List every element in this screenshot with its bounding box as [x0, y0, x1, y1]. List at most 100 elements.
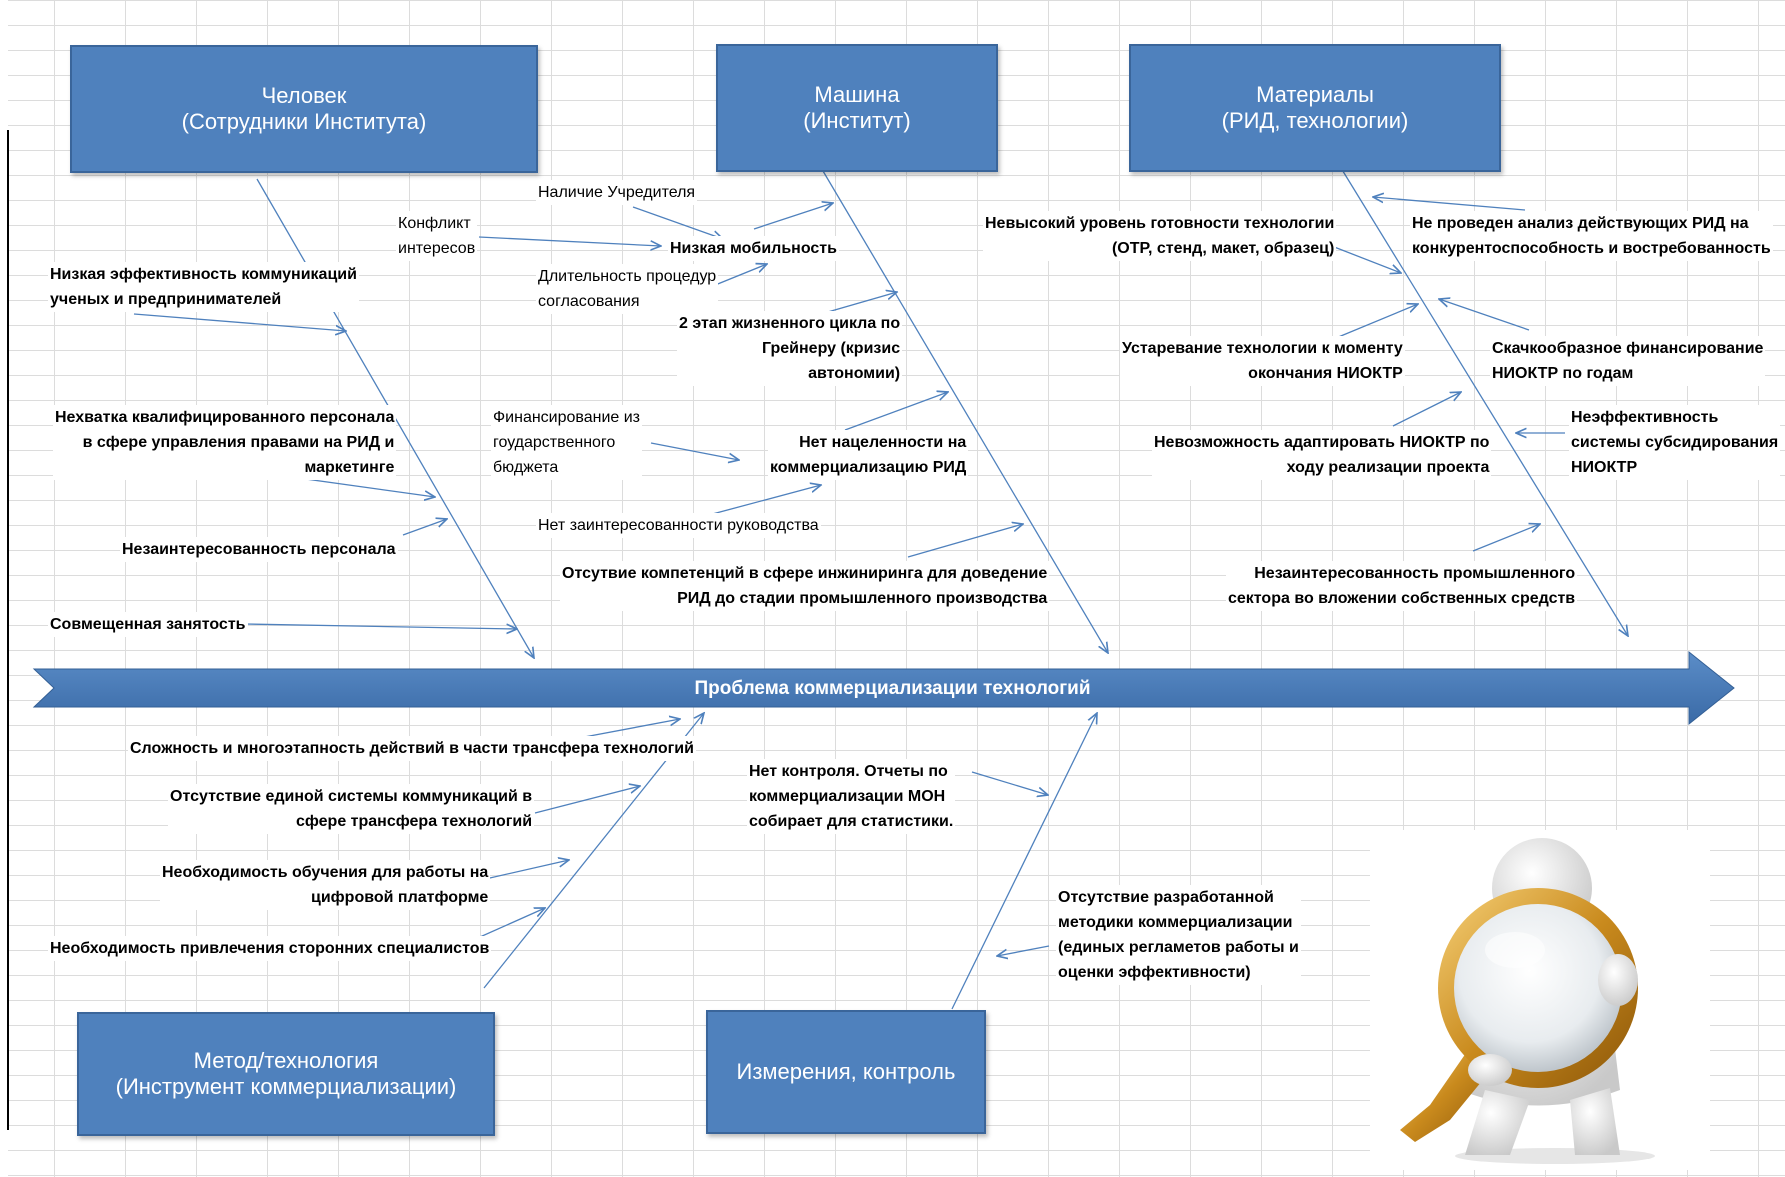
cause-line: Длительность процедур: [538, 268, 717, 285]
cause-line: маркетинге: [304, 459, 395, 476]
person-with-magnifier-icon: [1370, 830, 1710, 1170]
cause-line: НИОКТР по годам: [1492, 365, 1634, 382]
arrow-management: [704, 485, 821, 517]
cause-line: Устаревание технологии к моменту: [1122, 340, 1403, 357]
category-subtitle: (Инструмент коммерциализации): [115, 1074, 457, 1099]
cause-line: Отсутствие разработанной: [1058, 889, 1274, 906]
cause-line: (ОТР, стенд, макет, образец): [1111, 240, 1335, 257]
category-person: Человек (Сотрудники Института): [70, 45, 538, 173]
cause-aging: Устаревание технологии к моменту окончани…: [1120, 336, 1405, 386]
arrow-person-4: [244, 623, 517, 629]
cause-person-4: Совмещенная занятость: [48, 612, 248, 637]
bone-measure: [951, 713, 1097, 1010]
category-title: Измерения, контроль: [736, 1059, 956, 1084]
bone-materials: [1340, 167, 1628, 636]
cause-line: в сфере управления правами на РИД и: [82, 434, 395, 451]
cause-method-3: Необходимость обучения для работы на цифр…: [160, 860, 491, 910]
arrow-person-3: [402, 519, 447, 536]
category-subtitle: (РИД, технологии): [1221, 108, 1409, 133]
cause-line: автономии): [808, 365, 901, 382]
left-border-line: [7, 130, 9, 1130]
arrow-founder: [632, 206, 723, 239]
cause-engineering: Отсутвие компетенций в сфере инжиниринга…: [560, 561, 1050, 611]
cause-line: Наличие Учредителя: [538, 184, 696, 201]
cause-method-1: Сложность и многоэтапность действий в ча…: [128, 736, 696, 761]
cause-line: Неэффективность: [1571, 409, 1719, 426]
cause-line: Конфликт: [398, 215, 471, 232]
cause-line: Низкая мобильность: [670, 240, 837, 257]
category-subtitle: (Институт): [803, 108, 911, 133]
arrow-measure-2: [997, 945, 1050, 956]
category-title: Человек: [261, 83, 347, 108]
category-title: Машина: [814, 82, 900, 107]
cause-line: Нет нацеленности на: [799, 434, 967, 451]
cause-line: Необходимость обучения для работы на: [162, 864, 489, 881]
cause-line: окончания НИОКТР: [1248, 365, 1403, 382]
cause-line: гоударственного: [493, 434, 616, 451]
cause-line: Незаинтересованность персонала: [122, 541, 396, 558]
cause-line: Не проведен анализ действующих РИД на: [1412, 215, 1749, 232]
arrow-financing: [1439, 299, 1530, 331]
arrow-method-1: [578, 719, 680, 739]
arrow-person-1: [133, 313, 346, 331]
arrow-industry: [1472, 524, 1540, 552]
cause-line: сектора во вложении собственных средств: [1228, 590, 1576, 607]
cause-line: интересов: [398, 240, 476, 257]
cause-line: ученых и предпринимателей: [50, 291, 282, 308]
arrow-state-budget: [650, 442, 739, 460]
category-materials: Материалы (РИД, технологии): [1129, 44, 1501, 172]
cause-line: (единых регламетов работы и: [1058, 939, 1299, 956]
cause-conflict: Конфликт интересов: [396, 211, 478, 261]
cause-line: цифровой платформе: [311, 889, 489, 906]
cause-line: собирает для статистики.: [749, 813, 954, 830]
category-title: Материалы: [1256, 82, 1374, 107]
bone-machine: [822, 170, 1108, 653]
arrow-conflict: [478, 236, 661, 246]
arrow-method-3: [480, 860, 569, 881]
category-title: Метод/технология: [193, 1048, 379, 1073]
cause-line: РИД до стадии промышленного производства: [677, 590, 1048, 607]
cause-line: Необходимость привлечения сторонних спец…: [50, 940, 490, 957]
cause-line: ходу реализации проекта: [1286, 459, 1490, 476]
cause-person-3: Незаинтересованность персонала: [120, 537, 398, 562]
cause-industry: Незаинтересованность промышленного сектор…: [1226, 561, 1578, 611]
arrow-analysis: [1373, 197, 1526, 211]
cause-line: системы субсидирования: [1571, 434, 1779, 451]
cause-line: Невозможность адаптировать НИОКТР по: [1154, 434, 1490, 451]
arrow-low-mobility: [753, 203, 833, 230]
spine-label: Проблема коммерциализации технологий: [694, 678, 1091, 699]
category-method: Метод/технология (Инструмент коммерциали…: [77, 1012, 495, 1136]
cause-method-4: Необходимость привлечения сторонних спец…: [48, 936, 492, 961]
cause-line: НИОКТР: [1571, 459, 1638, 476]
arrow-engineering: [907, 524, 1023, 558]
cause-line: Финансирование из: [493, 409, 641, 426]
cause-method-2: Отсутствие единой системы коммуникаций в…: [168, 784, 535, 834]
cause-line: методики коммерциализации: [1058, 914, 1293, 931]
category-subtitle: (Сотрудники Института): [181, 109, 427, 134]
cause-line: Низкая эффективность коммуникаций: [50, 266, 357, 283]
cause-approval: Длительность процедур согласования: [536, 264, 719, 314]
cause-line: согласования: [538, 293, 640, 310]
cause-line: Невысокий уровень готовности технологии: [985, 215, 1335, 232]
cause-low-mobility: Низкая мобильность: [668, 236, 839, 261]
arrow-aging: [1335, 304, 1418, 339]
arrow-readiness: [1323, 242, 1401, 273]
category-machine: Машина (Институт): [716, 44, 998, 172]
cause-management: Нет заинтересованности руководства: [536, 513, 821, 538]
category-measure: Измерения, контроль: [706, 1010, 986, 1134]
cause-line: Незаинтересованность промышленного: [1254, 565, 1576, 582]
cause-line: оценки эффективности): [1058, 964, 1251, 981]
cause-line: Отсутвие компетенций в сфере инжиниринга…: [562, 565, 1048, 582]
cause-line: Отсутствие единой системы коммуникаций в: [170, 788, 533, 805]
